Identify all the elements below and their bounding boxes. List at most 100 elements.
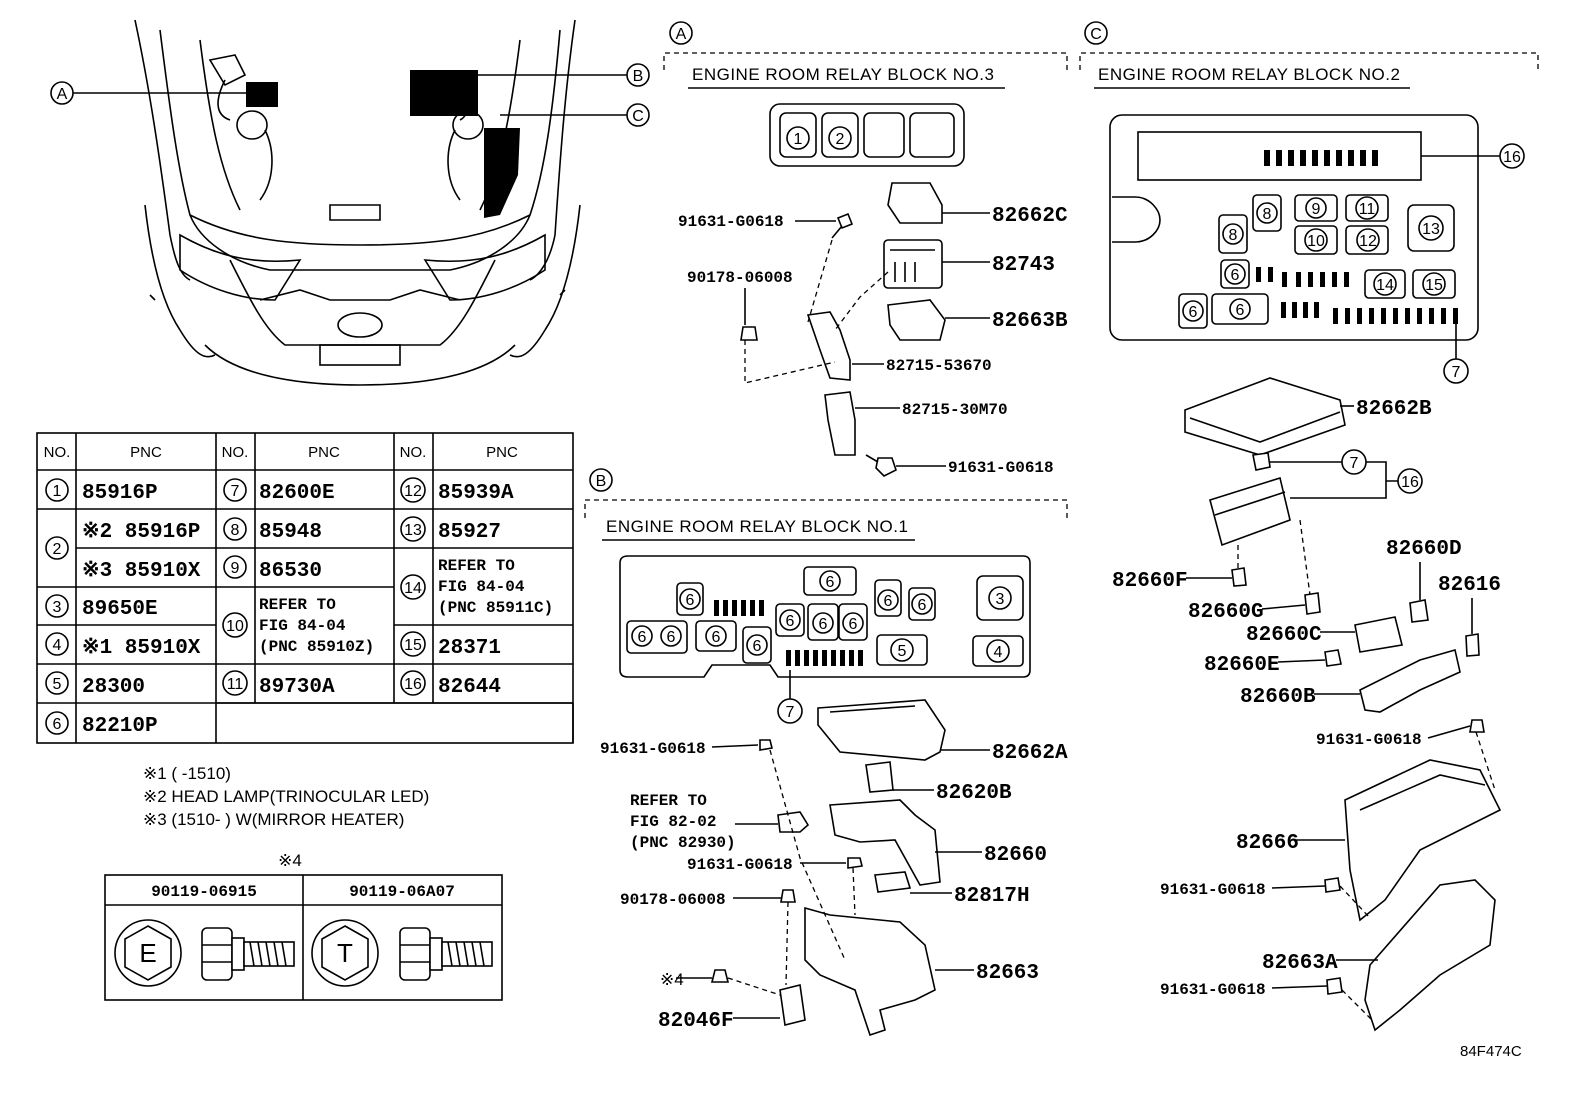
car-front-view <box>134 19 581 386</box>
section-b: B ENGINE ROOM RELAY BLOCK NO.1 6 6 6 6 6… <box>584 468 1068 1037</box>
refer-line-2: FIG 82-02 <box>630 813 716 831</box>
table-row-pnc-line: (PNC 85910Z) <box>259 638 374 656</box>
table-header-pnc-2: PNC <box>308 444 340 461</box>
table-row-pnc-line: FIG 84-04 <box>259 617 346 635</box>
part-82715-30m70: 82715-30M70 <box>902 401 1008 419</box>
part-90178-06008-a: 90178-06008 <box>687 269 793 287</box>
part-82715-53670: 82715-53670 <box>886 357 992 375</box>
table-row-no: 10 <box>226 618 244 635</box>
table-row-pnc-line: REFER TO <box>259 596 336 614</box>
figure-code: 84F474C <box>1460 1043 1522 1060</box>
table-row-no: 8 <box>231 522 240 539</box>
svg-text:11: 11 <box>1359 201 1376 218</box>
footnote-3: ※3 (1510- ) W(MIRROR HEATER) <box>143 810 404 829</box>
svg-text:6: 6 <box>753 638 762 655</box>
table-row-pnc: 85927 <box>438 521 501 544</box>
part-90178-06008-b: 90178-06008 <box>620 891 726 909</box>
part-91631-g0618-b2: 91631-G0618 <box>687 856 793 874</box>
footnote-1: ※1 ( -1510) <box>143 764 231 783</box>
svg-text:6: 6 <box>826 574 835 591</box>
svg-text:8: 8 <box>1263 206 1272 223</box>
part-82660g: 82660G <box>1188 601 1264 624</box>
part-91631-g0618-c1: 91631-G0618 <box>1316 731 1422 749</box>
table-row-no: 1 <box>53 483 62 500</box>
section-b-label: B <box>596 473 607 490</box>
svg-text:3: 3 <box>996 591 1005 608</box>
block2-fuses: 8 8 9 10 11 12 13 6 14 15 6 6 <box>1178 194 1458 329</box>
svg-text:6: 6 <box>819 616 828 633</box>
part-82662c: 82662C <box>992 205 1068 228</box>
section-a-label: A <box>676 26 687 43</box>
section-a: A ENGINE ROOM RELAY BLOCK NO.3 1 2 82662… <box>663 21 1068 477</box>
table-header-no-1: NO. <box>44 444 71 461</box>
table-row-pnc-line: FIG 84-04 <box>438 578 525 596</box>
part-82660: 82660 <box>984 844 1047 867</box>
svg-text:6: 6 <box>849 616 858 633</box>
table-row-pnc: ※1 85910X <box>82 636 201 660</box>
table-row-no: 3 <box>53 599 62 616</box>
svg-text:15: 15 <box>1425 277 1443 294</box>
table-header-no-2: NO. <box>222 444 249 461</box>
block1-fuses: 6 6 6 6 6 6 6 6 6 6 6 3 5 4 <box>626 566 1024 667</box>
svg-text:10: 10 <box>1307 233 1325 250</box>
table-row-pnc: 82600E <box>259 482 335 505</box>
table-row-no: 15 <box>404 637 422 654</box>
part-82662a: 82662A <box>992 742 1068 765</box>
table-row-no: 9 <box>231 560 240 577</box>
block3-slot-1: 1 <box>794 131 803 148</box>
part-91631-g0618-a1: 91631-G0618 <box>678 213 784 231</box>
table-row-pnc: 89730A <box>259 676 335 699</box>
part-star4: ※4 <box>660 970 684 989</box>
refer-line-3: (PNC 82930) <box>630 834 736 852</box>
svg-text:13: 13 <box>1422 221 1440 238</box>
part-82817h: 82817H <box>954 885 1030 908</box>
part-82660c: 82660C <box>1246 624 1322 647</box>
table-row-no: 2 <box>53 541 62 558</box>
part-82620b: 82620B <box>936 782 1012 805</box>
part-82743: 82743 <box>992 254 1055 277</box>
svg-text:6: 6 <box>1236 302 1245 319</box>
callout-7-c2: 7 <box>1350 455 1359 472</box>
svg-text:14: 14 <box>1376 277 1394 294</box>
part-82616: 82616 <box>1438 574 1501 597</box>
table-row-pnc: 82210P <box>82 715 158 738</box>
table-row-pnc: 89650E <box>82 598 158 621</box>
block2-title: ENGINE ROOM RELAY BLOCK NO.2 <box>1098 65 1400 84</box>
callout-a-label: A <box>57 86 68 103</box>
table-row-no: 16 <box>404 676 422 693</box>
table-header-no-3: NO. <box>400 444 427 461</box>
part-82663: 82663 <box>976 962 1039 985</box>
svg-text:5: 5 <box>898 643 907 660</box>
svg-text:6: 6 <box>786 613 795 630</box>
part-91631-g0618-c2: 91631-G0618 <box>1160 881 1266 899</box>
bolt-head-symbol-t: T <box>337 938 353 968</box>
table-row-pnc: 82644 <box>438 676 501 699</box>
callout-7-b: 7 <box>786 704 795 721</box>
svg-text:6: 6 <box>1231 267 1240 284</box>
svg-text:4: 4 <box>994 644 1003 661</box>
svg-text:9: 9 <box>1312 201 1321 218</box>
footnotes: ※1 ( -1510) ※2 HEAD LAMP(TRINOCULAR LED)… <box>143 764 429 829</box>
table-row-pnc: 85916P <box>82 482 158 505</box>
part-82660e: 82660E <box>1204 654 1280 677</box>
table-row-no: 4 <box>53 637 62 654</box>
section-c: C ENGINE ROOM RELAY BLOCK NO.2 16 8 8 9 … <box>1079 21 1539 1032</box>
part-91631-g0618-a2: 91631-G0618 <box>948 459 1054 477</box>
part-82663b: 82663B <box>992 310 1068 333</box>
bolt-table-col2: 90119-06A07 <box>349 883 455 901</box>
svg-text:6: 6 <box>918 597 927 614</box>
table-row-pnc: 28371 <box>438 637 501 660</box>
callout-16-top: 16 <box>1503 149 1521 166</box>
table-row-no: 12 <box>404 483 422 500</box>
part-82660f: 82660F <box>1112 570 1188 593</box>
table-header-pnc-1: PNC <box>130 444 162 461</box>
callout-16-c2: 16 <box>1401 474 1419 491</box>
part-91631-g0618-b1: 91631-G0618 <box>600 740 706 758</box>
pnc-table: NO. PNC NO. PNC NO. PNC 1 85916P 2 ※2 85… <box>36 432 574 744</box>
bolt-head-symbol-e: E <box>139 938 156 968</box>
table-row-pnc: ※3 85910X <box>82 559 201 583</box>
table-row-no: 13 <box>404 522 422 539</box>
table-row-no: 7 <box>231 483 240 500</box>
part-82663a: 82663A <box>1262 952 1338 975</box>
table-row-pnc-line: REFER TO <box>438 557 515 575</box>
